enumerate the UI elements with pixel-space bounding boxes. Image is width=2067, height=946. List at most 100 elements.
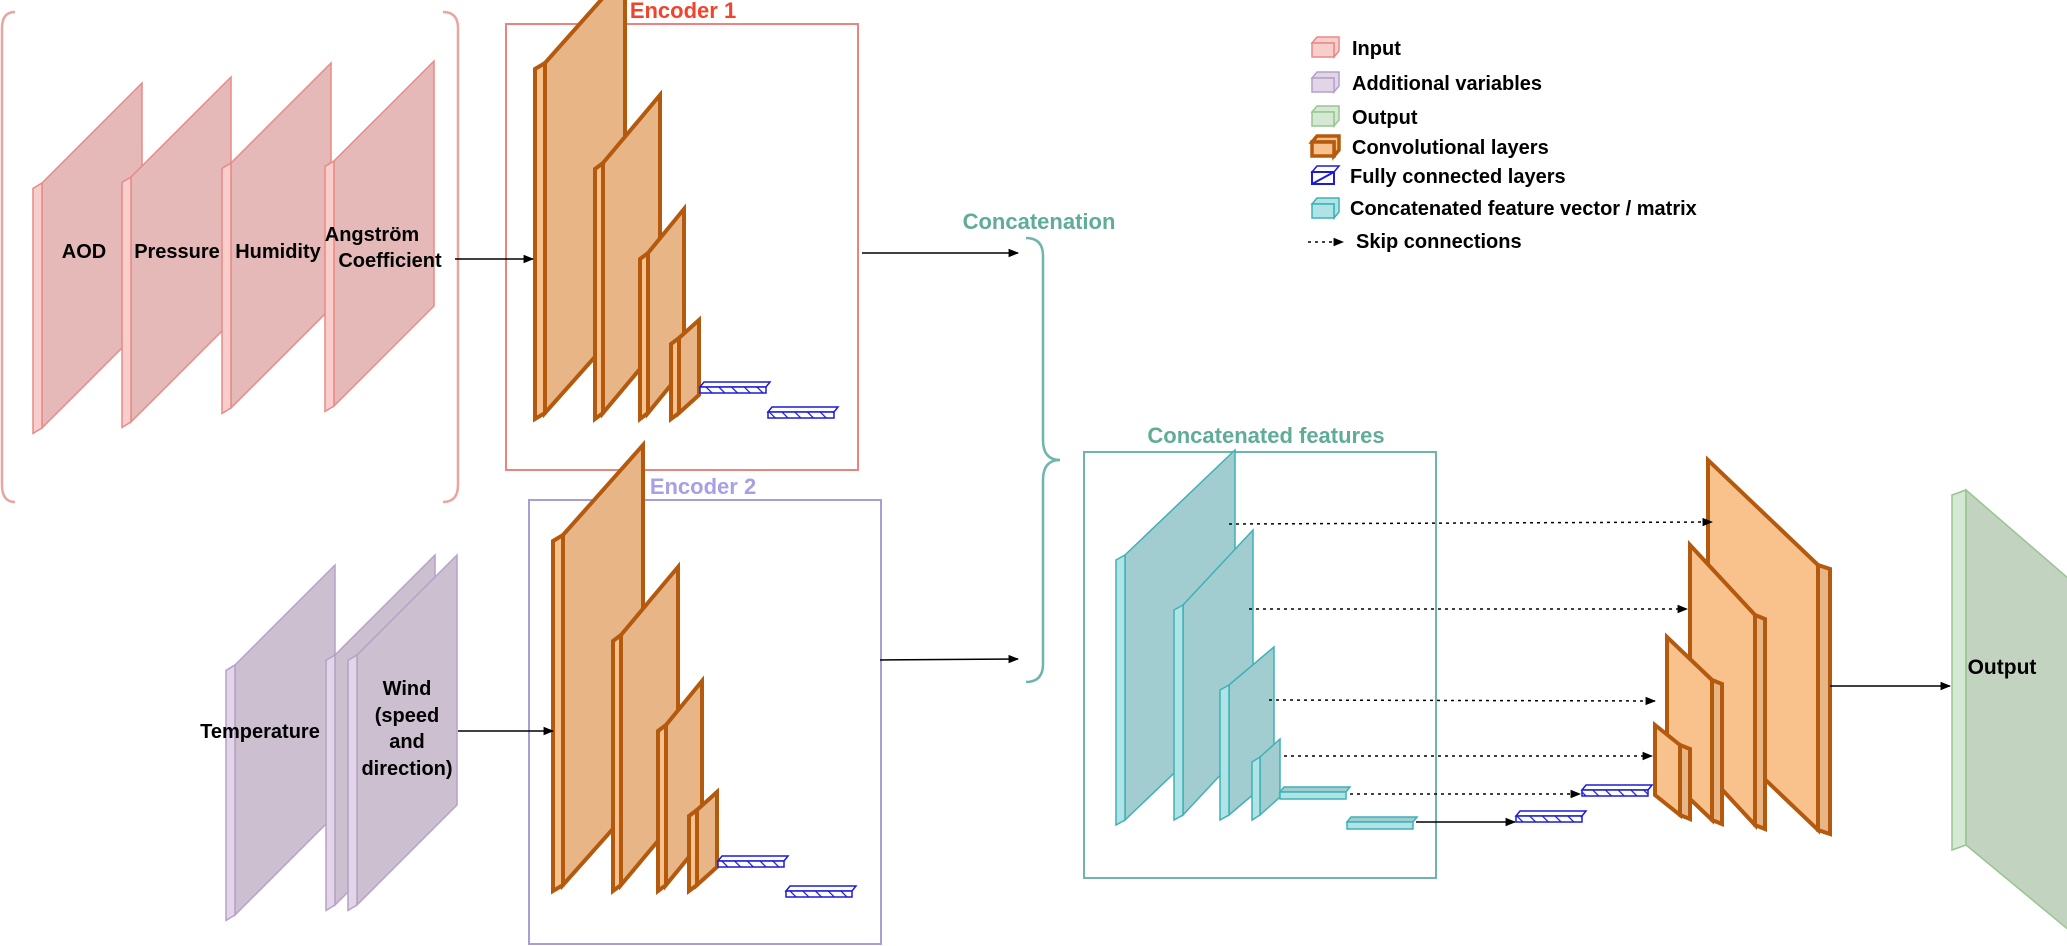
output-plane-face (1965, 488, 2067, 930)
input-planes-layer (32, 59, 435, 435)
encoder1-title: Encoder 1 (630, 0, 736, 23)
arrow-encoder2-to-concat (879, 654, 1020, 664)
additional-label-and: and (389, 731, 425, 753)
concat-layer-1-edge (1115, 553, 1126, 827)
input-label-aod: AOD (62, 241, 106, 263)
encoder1-fc-1-front (699, 386, 767, 394)
additional-plane-temperature (225, 563, 336, 922)
input-block-icon-front (1311, 42, 1335, 58)
encoder2-fc-1-front (717, 860, 785, 868)
encoder1-fc-1 (698, 381, 772, 394)
concat-vector-1-front (1279, 791, 1347, 800)
decoder-fc-2-front (1581, 789, 1649, 797)
output-plane (1951, 488, 2067, 930)
legend-label-input: Input (1352, 38, 1401, 60)
additional-label-direction: direction) (361, 758, 452, 780)
additional-planes-layer (225, 553, 458, 922)
input-group-bracket (0, 10, 460, 504)
input-plane-aod (32, 81, 143, 435)
decoder-fc-2 (1580, 784, 1654, 797)
input-block-icon (1310, 36, 1340, 60)
decoder-fc-1-front (1515, 815, 1583, 823)
legend-label-concatenated-vector: Concatenated feature vector / matrix (1350, 198, 1697, 220)
input-plane-pressure (121, 75, 232, 429)
additional-label-speed: (speed (375, 705, 439, 727)
decoder-layer-3-edge (1753, 612, 1767, 832)
input-label-pressure: Pressure (134, 241, 220, 263)
conv-layer-block-icon (1308, 134, 1341, 161)
fc-layer-block-icon-hatch (1311, 171, 1335, 185)
input-plane-humidity (221, 61, 332, 415)
encoder2-fc-1 (716, 855, 790, 868)
output-plane-shape (1951, 488, 2067, 930)
decoder-layer-1 (1653, 720, 1692, 822)
decoder-fc-1 (1514, 810, 1588, 823)
encoder1-fc-2-front (767, 411, 835, 419)
legend-label-output: Output (1352, 107, 1418, 129)
encoder2-conv-layers (551, 439, 858, 898)
concat-vector-2-front (1346, 821, 1414, 830)
concatenated-features-title: Concatenated features (1147, 423, 1384, 448)
encoder2-conv-layer-3-edge (656, 721, 668, 895)
output-plane-edge (1951, 488, 1967, 852)
additional-plane-wind-back-edge (325, 653, 336, 912)
legend: Input Additional variables Output Convol… (1308, 36, 1697, 253)
concat-layer-3-edge (1219, 683, 1230, 822)
encoder1-conv-layer-1-edge (533, 59, 547, 423)
additional-label-wind: Wind (383, 678, 432, 700)
legend-icons (1308, 36, 1345, 247)
additional-plane-temperature-edge (225, 663, 236, 922)
concat-vector-1 (1278, 786, 1352, 800)
encoder2-frame (528, 499, 882, 945)
decoder-conv-layers (1514, 455, 1832, 837)
concatenated-feature-layers (1115, 448, 1419, 830)
input-plane-angstrom (324, 59, 435, 413)
additional-plane-wind (347, 553, 458, 912)
concat-block-icon (1310, 197, 1340, 221)
additional-variables-block-icon-front (1311, 77, 1335, 93)
decoder-layer-2-edge (1710, 677, 1724, 827)
input-label-angstrom: Angström (325, 224, 419, 246)
input-label-coefficient: Coefficient (338, 250, 442, 272)
encoder1-conv-layer-4-edge (669, 334, 681, 423)
encoder1-fc-2 (766, 406, 840, 419)
legend-label-convolutional-layers: Convolutional layers (1352, 137, 1549, 159)
decoder-layer-4-edge (1816, 562, 1832, 837)
concatenation-bracket (1025, 236, 1061, 684)
encoder1-conv-layer-4 (669, 315, 701, 423)
encoder1-frame (505, 23, 859, 471)
skip-connection-3 (1268, 696, 1657, 706)
input-plane-humidity-edge (221, 161, 232, 415)
encoder2-title: Encoder 2 (650, 474, 756, 499)
encoder2-conv-layer-4-edge (687, 806, 699, 895)
connection-arrows (455, 248, 1952, 827)
encoder2-conv-layer-2-edge (611, 631, 623, 895)
legend-label-additional-variables: Additional variables (1352, 73, 1542, 95)
decoder-layer-1-edge (1678, 742, 1692, 822)
output-block-icon-front (1311, 111, 1335, 127)
encoder1-conv-layer-2-edge (593, 159, 605, 423)
fc-layer-block-icon (1310, 165, 1341, 185)
input-plane-aod-edge (32, 181, 43, 435)
conv-layer-block-icon-front (1310, 140, 1336, 158)
encoder2-conv-layer-4-face (695, 787, 719, 890)
input-label-humidity: Humidity (235, 241, 321, 263)
skip-connection-1 (1228, 517, 1714, 527)
concat-block-icon-front (1311, 203, 1335, 219)
additional-label-temperature: Temperature (200, 721, 320, 743)
additional-variables-block-icon (1310, 71, 1340, 95)
additional-plane-wind-edge (347, 653, 358, 912)
input-plane-pressure-edge (121, 175, 132, 429)
input-plane-angstrom-edge (324, 159, 335, 413)
encoder2-fc-2-front (785, 890, 853, 898)
encoder1-conv-layers (533, 0, 840, 423)
concatenation-label: Concatenation (963, 209, 1116, 234)
output-label: Output (1968, 656, 2037, 679)
legend-label-fully-connected-layers: Fully connected layers (1350, 166, 1566, 188)
concat-vector-2 (1345, 816, 1419, 830)
encoder1-conv-layer-3-edge (638, 249, 650, 423)
concat-layer-4 (1251, 737, 1281, 822)
encoder2-conv-layer-1-edge (551, 531, 565, 895)
concat-layer-2-edge (1173, 603, 1184, 822)
